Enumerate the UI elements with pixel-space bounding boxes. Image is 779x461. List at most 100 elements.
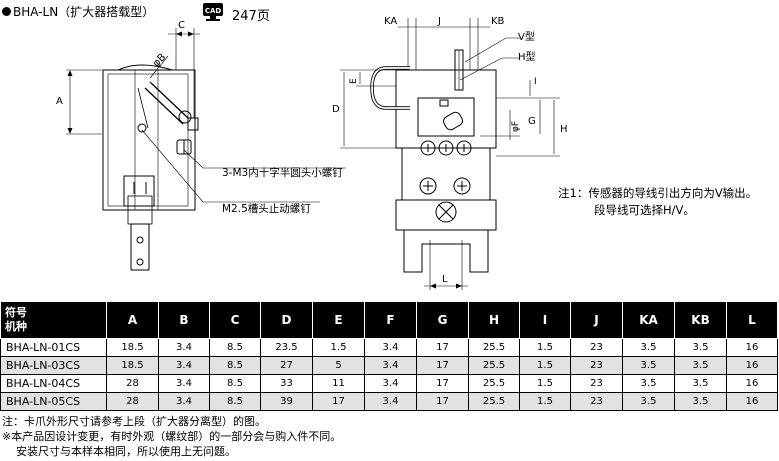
- value-cell: 18.5: [106, 356, 159, 375]
- value-cell: 23.5: [260, 338, 313, 357]
- note-1-line-2: 段导线可选择H/V。: [594, 203, 695, 217]
- footer-notes: 注：卡爪外形尺寸请参考上段（扩大器分离型）的图。 ※本产品因设计变更，有时外观（…: [2, 414, 341, 459]
- value-cell: 3.4: [364, 392, 417, 411]
- model-cell: BHA-LN-01CS: [0, 338, 107, 357]
- value-cell: 3.5: [622, 356, 675, 375]
- corner-model: 机种: [5, 320, 27, 333]
- note-line: 安装尺寸与本样本相同，所以使用上无问题。: [16, 445, 236, 458]
- value-cell: 3.4: [364, 374, 417, 393]
- value-cell: 17: [416, 338, 469, 357]
- note-1-line-1: 注1：传感器的导线引出方向为V输出。: [558, 186, 758, 200]
- value-cell: 3.4: [158, 338, 210, 357]
- value-cell: 1.5: [312, 338, 365, 357]
- value-cell: 23: [570, 338, 623, 357]
- value-cell: 16: [726, 392, 778, 411]
- value-cell: 17: [312, 392, 365, 411]
- heading: BHA-LN（扩大器搭载型）: [2, 3, 154, 20]
- dim-j-label: J: [437, 16, 441, 27]
- callout-screw-2: M2.5槽头止动螺钉: [222, 203, 311, 215]
- value-cell: 8.5: [209, 338, 261, 357]
- value-cell: 3.5: [622, 392, 675, 411]
- bullet-icon: [2, 7, 11, 16]
- value-cell: 25.5: [468, 356, 520, 375]
- technical-drawing: A φB C 3-M3内十字半圆头小螺钉 M2.5槽头止动螺钉 KA J KB: [56, 16, 568, 290]
- type-v-label: V型: [518, 30, 535, 43]
- col-header: J: [570, 302, 623, 339]
- cad-label: CAD: [205, 7, 222, 15]
- dim-f-label: φF: [511, 121, 521, 132]
- spec-table: 符号 机种 A B C D E F G H I J KA KB L BHA-LN…: [0, 302, 778, 411]
- col-header: C: [209, 302, 261, 339]
- value-cell: 25.5: [468, 392, 520, 411]
- col-header: E: [312, 302, 365, 339]
- sensor-block: [417, 97, 475, 137]
- left-side-view: A φB C 3-M3内十字半圆头小螺钉 M2.5槽头止动螺钉: [56, 20, 346, 271]
- dim-e-label: E: [349, 78, 359, 84]
- value-cell: 8.5: [209, 374, 261, 393]
- table-row: BHA-LN-05CS 28 3.4 8.5 39 17 3.4 17 25.5…: [0, 392, 778, 411]
- value-cell: 1.5: [519, 374, 571, 393]
- right-front-view: KA J KB L: [332, 16, 568, 290]
- value-cell: 1.5: [519, 392, 571, 411]
- value-cell: 3.4: [364, 356, 417, 375]
- dim-a-label: A: [56, 96, 63, 107]
- value-cell: 3.4: [158, 392, 210, 411]
- col-header: F: [364, 302, 417, 339]
- col-header: KB: [674, 302, 727, 339]
- col-header: L: [726, 302, 778, 339]
- value-cell: 28: [106, 374, 159, 393]
- col-header: A: [106, 302, 159, 339]
- dim-kb-label: KB: [491, 16, 505, 27]
- dim-l-label: L: [442, 274, 448, 285]
- callout-screw-1: 3-M3内十字半圆头小螺钉: [222, 166, 343, 179]
- table-row: BHA-LN-04CS 28 3.4 8.5 33 11 3.4 17 25.5…: [0, 374, 778, 393]
- value-cell: 17: [416, 374, 469, 393]
- value-cell: 23: [570, 356, 623, 375]
- dim-c-label: C: [178, 20, 185, 31]
- type-h-label: H型: [518, 50, 536, 63]
- value-cell: 3.5: [674, 374, 727, 393]
- model-cell: BHA-LN-04CS: [0, 374, 107, 393]
- cad-monitor-icon[interactable]: CAD: [202, 2, 224, 22]
- note-1: 注1：传感器的导线引出方向为V输出。 段导线可选择H/V。: [558, 185, 757, 219]
- value-cell: 3.4: [158, 374, 210, 393]
- value-cell: 23: [570, 392, 623, 411]
- col-header: KA: [622, 302, 675, 339]
- value-cell: 39: [260, 392, 313, 411]
- value-cell: 1.5: [519, 356, 571, 375]
- table-row: BHA-LN-03CS 18.5 3.4 8.5 27 5 3.4 17 25.…: [0, 356, 778, 375]
- value-cell: 33: [260, 374, 313, 393]
- value-cell: 1.5: [519, 338, 571, 357]
- value-cell: 16: [726, 374, 778, 393]
- screw-circle-1: [420, 140, 436, 156]
- value-cell: 18.5: [106, 338, 159, 357]
- value-cell: 3.4: [158, 356, 210, 375]
- cad-page-ref[interactable]: 247页: [232, 9, 270, 24]
- value-cell: 16: [726, 338, 778, 357]
- sensor-lead: [370, 66, 410, 110]
- value-cell: 25.5: [468, 374, 520, 393]
- table-row: BHA-LN-01CS 18.5 3.4 8.5 23.5 1.5 3.4 17…: [0, 338, 778, 357]
- dim-b-label: φB: [151, 52, 168, 69]
- col-header: I: [519, 302, 571, 339]
- col-header: H: [468, 302, 520, 339]
- table-header-row: 符号 机种 A B C D E F G H I J KA KB L: [0, 302, 778, 339]
- value-cell: 5: [312, 356, 365, 375]
- value-cell: 3.4: [364, 338, 417, 357]
- table-corner: 符号 机种: [0, 302, 107, 339]
- right-jaws: [403, 230, 489, 273]
- value-cell: 3.5: [622, 374, 675, 393]
- value-cell: 16: [726, 356, 778, 375]
- value-cell: 17: [416, 356, 469, 375]
- left-jaw: [130, 223, 150, 271]
- model-cell: BHA-LN-03CS: [0, 356, 107, 375]
- value-cell: 11: [312, 374, 365, 393]
- value-cell: 17: [416, 392, 469, 411]
- value-cell: 3.5: [674, 356, 727, 375]
- dim-i-label: I: [534, 77, 537, 87]
- value-cell: 3.5: [674, 392, 727, 411]
- screw-head-circle: [178, 110, 192, 124]
- value-cell: 3.5: [622, 338, 675, 357]
- left-body-outline: [102, 69, 196, 211]
- col-header: G: [416, 302, 469, 339]
